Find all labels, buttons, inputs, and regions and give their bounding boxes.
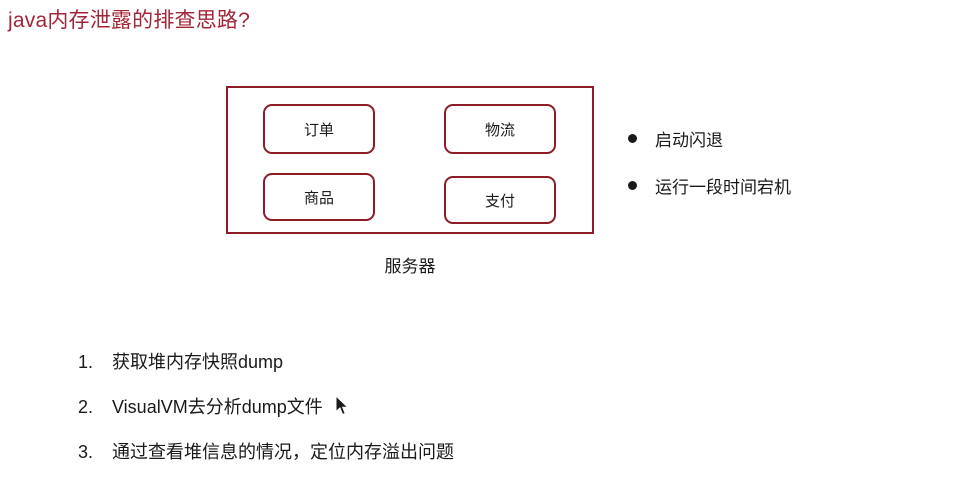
bullet-dot-icon <box>628 134 637 143</box>
list-item: 运行一段时间宕机 <box>628 173 791 198</box>
list-item: 3. 通过查看堆信息的情况，定位内存溢出问题 <box>78 438 454 464</box>
server-caption: 服务器 <box>384 257 436 276</box>
bullet-dot-icon <box>628 181 637 190</box>
steps-list: 1. 获取堆内存快照dump 2. VisualVM去分析dump文件 3. 通… <box>78 348 454 483</box>
module-box-product: 商品 <box>263 173 375 221</box>
step-number: 1. <box>78 352 94 372</box>
module-label: 商品 <box>303 189 334 207</box>
module-box-order: 订单 <box>263 104 375 154</box>
step-number: 2. <box>78 397 94 417</box>
page-title: java内存泄露的排查思路? <box>8 9 251 32</box>
module-label: 支付 <box>484 192 515 210</box>
step-text: 获取堆内存快照dump <box>112 352 284 372</box>
module-label: 物流 <box>484 121 515 139</box>
step-text: 通过查看堆信息的情况，定位内存溢出问题 <box>112 442 454 462</box>
list-item: 1. 获取堆内存快照dump <box>78 348 454 374</box>
symptom-label: 运行一段时间宕机 <box>655 178 791 197</box>
module-box-logistics: 物流 <box>444 104 556 154</box>
symptom-label: 启动闪退 <box>655 131 723 150</box>
step-text: VisualVM去分析dump文件 <box>112 397 323 417</box>
list-item: 2. VisualVM去分析dump文件 <box>78 393 454 419</box>
list-item: 启动闪退 <box>628 126 791 151</box>
module-label: 订单 <box>303 121 334 139</box>
module-box-payment: 支付 <box>444 176 556 224</box>
symptom-list: 启动闪退 运行一段时间宕机 <box>628 126 791 220</box>
step-number: 3. <box>78 442 94 462</box>
